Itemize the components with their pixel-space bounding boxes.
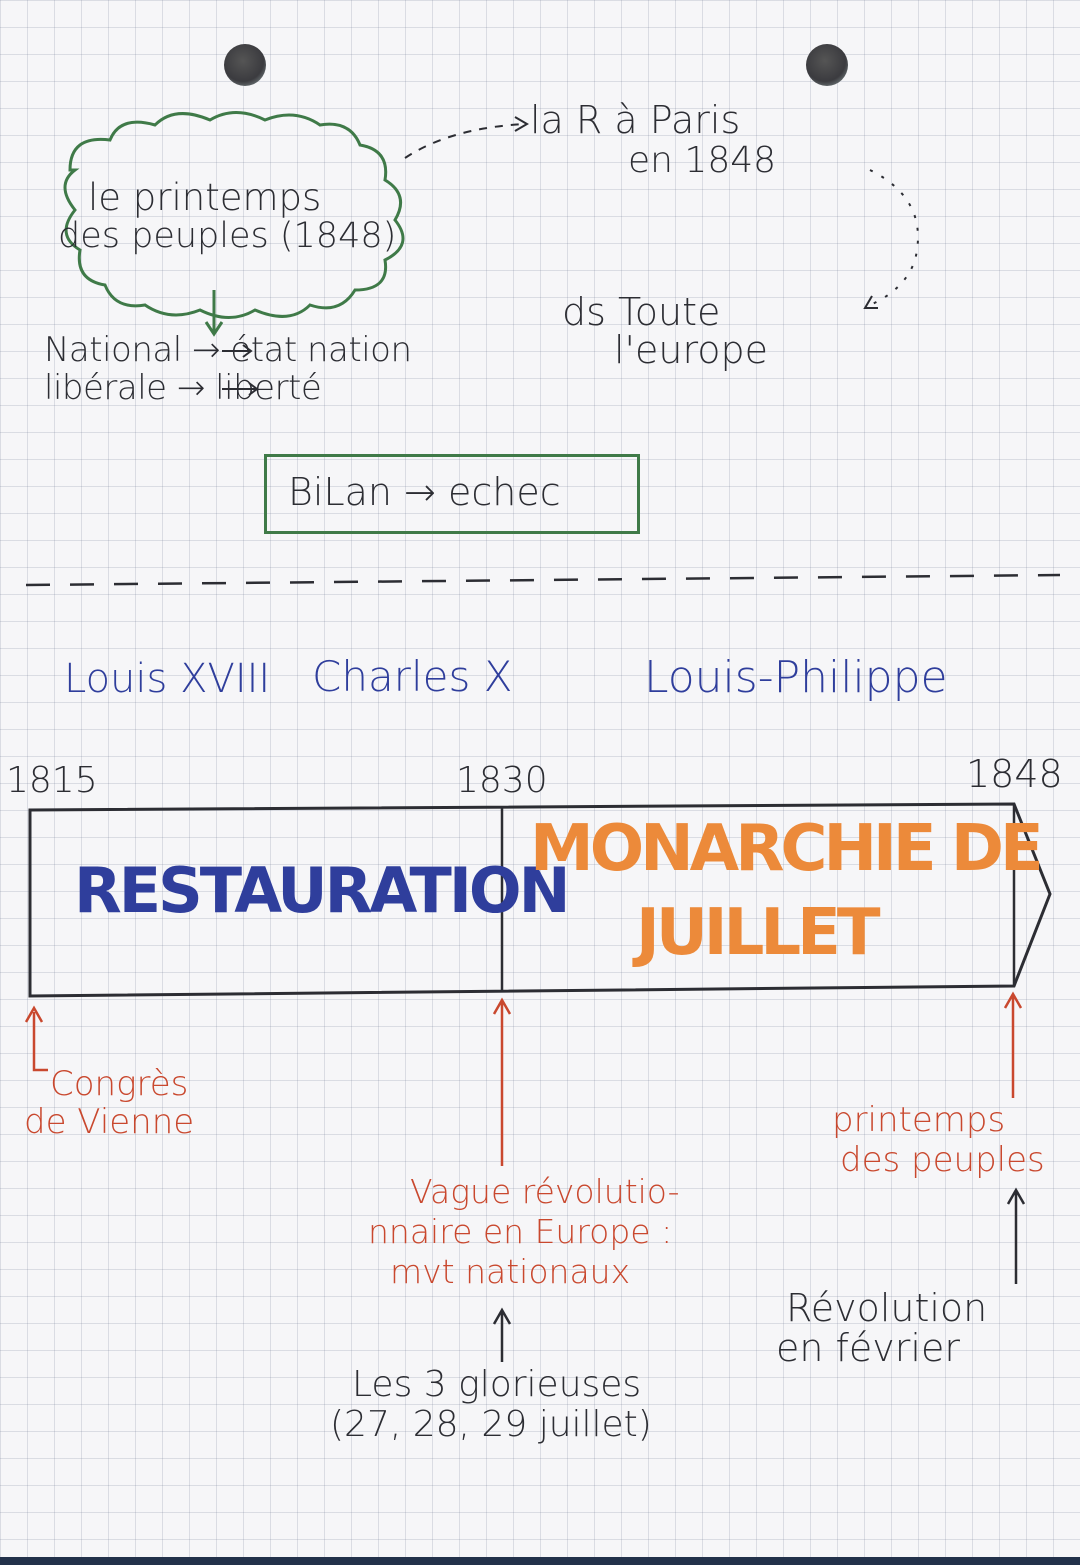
cause-glorieuses-line1: Les 3 glorieuses <box>352 1364 642 1405</box>
section-separator <box>25 573 1061 587</box>
year-1830: 1830 <box>456 760 548 801</box>
page-bottom-edge <box>0 1557 1080 1565</box>
cloud-to-paris-arrowhead <box>514 116 529 132</box>
period-monarchie-line1: MONARCHIE DE <box>530 812 1044 886</box>
liberale-arrow <box>222 382 259 396</box>
definition-liberale: libérale → liberté <box>44 368 322 408</box>
national-arrow <box>222 344 253 358</box>
paris-to-europe-arrowhead <box>863 295 878 309</box>
bilan-text: BiLan → echec <box>288 470 561 514</box>
period-monarchie-line2: JUILLET <box>636 896 881 970</box>
bilan-box <box>264 454 640 534</box>
event-vague-line3: mvt nationaux <box>390 1252 631 1291</box>
binder-hole-left <box>224 44 266 86</box>
event-congres-line2: de Vienne <box>24 1102 195 1142</box>
ruler-louis-xviii: Louis XVIII <box>64 656 271 702</box>
binder-hole-right <box>806 44 848 86</box>
year-1815: 1815 <box>6 760 98 801</box>
revolution-arrow <box>1006 1187 1026 1284</box>
europe-note-line2: l'europe <box>614 328 769 372</box>
cause-revolution-line2: en février <box>776 1326 960 1370</box>
event-printemps-line2: des peuples <box>840 1140 1045 1180</box>
period-restauration: RESTAURATION <box>74 854 571 927</box>
event-vague-line1: Vague révolutio- <box>410 1172 680 1211</box>
definition-national: National → état nation <box>44 330 412 370</box>
event-congres-line1: Congrès <box>50 1064 189 1104</box>
printemps-arrow <box>1003 991 1023 1098</box>
timeline-body <box>28 802 1052 998</box>
congres-arrow <box>24 1005 48 1072</box>
cloud-down-arrow <box>204 290 224 337</box>
vague-arrow <box>492 997 512 1166</box>
cloud-outline <box>63 111 405 319</box>
event-printemps-line1: printemps <box>832 1100 1006 1140</box>
ruler-louis-philippe: Louis-Philippe <box>644 652 948 703</box>
paris-note-line1: la R à Paris <box>530 98 741 142</box>
cause-revolution-line1: Révolution <box>786 1286 988 1330</box>
ruler-charles-x: Charles X <box>312 652 513 701</box>
event-vague-line2: nnaire en Europe : <box>368 1212 673 1251</box>
year-1848: 1848 <box>966 752 1063 796</box>
cloud-text-line2: des peuples (1848) <box>58 216 397 256</box>
cloud-to-paris-dashed-arrow <box>404 123 526 159</box>
cause-glorieuses-line2: (27, 28, 29 juillet) <box>330 1404 652 1445</box>
europe-note-line1: ds Toute <box>562 290 721 334</box>
paris-note-line2: en 1848 <box>628 140 777 181</box>
glorieuses-arrow <box>492 1307 512 1362</box>
cloud-text-line1: le printemps <box>88 176 322 219</box>
paris-to-europe-dotted-arrow <box>867 169 919 307</box>
